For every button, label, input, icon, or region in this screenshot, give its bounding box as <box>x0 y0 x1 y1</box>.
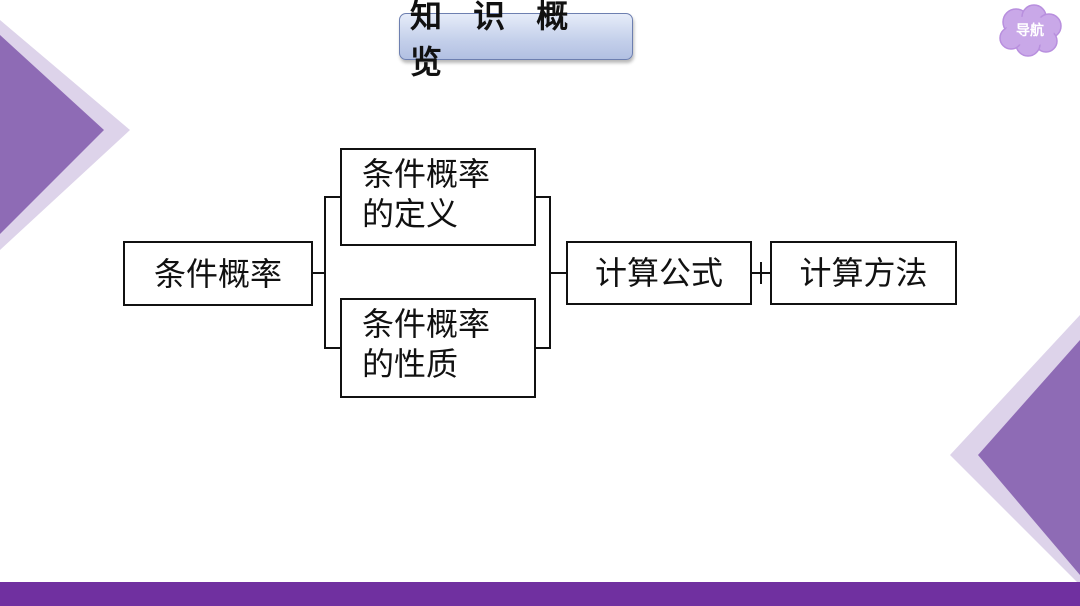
nav-button[interactable]: 导航 <box>996 4 1064 58</box>
right-triangle <box>978 340 1080 575</box>
node-definition-line2: 的定义 <box>362 195 459 233</box>
node-method-label: 计算方法 <box>799 254 928 292</box>
node-root-label: 条件概率 <box>153 254 282 293</box>
node-formula: 计算公式 <box>566 241 752 305</box>
cloud-icon <box>999 4 1062 57</box>
node-formula-label: 计算公式 <box>594 254 723 292</box>
node-method: 计算方法 <box>770 241 957 305</box>
left-triangle <box>0 35 104 234</box>
node-properties-line2: 的性质 <box>362 345 459 383</box>
bottom-accent-bar <box>0 582 1080 606</box>
nav-label: 导航 <box>1016 23 1044 39</box>
node-definition-line1: 条件概率 <box>362 155 491 193</box>
page-title-box: 知 识 概 览 <box>399 0 633 81</box>
page-title: 知 识 概 览 <box>410 0 579 81</box>
node-properties-line1: 条件概率 <box>362 305 491 343</box>
node-definition: 条件概率 的定义 <box>340 148 536 246</box>
node-root: 条件概率 <box>123 241 313 306</box>
node-properties: 条件概率 的性质 <box>340 298 536 398</box>
